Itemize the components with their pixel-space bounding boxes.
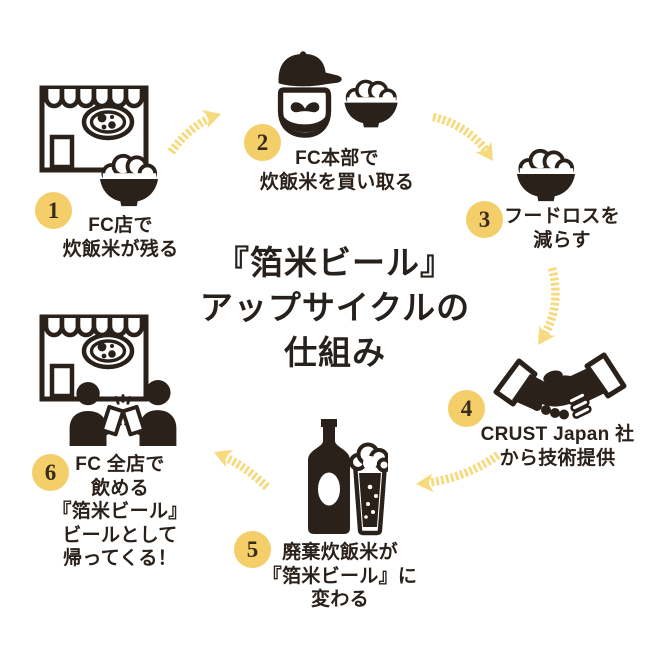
curry-plate-sign (81, 332, 135, 370)
storefront-icon (39, 85, 149, 173)
step-number-badge: 3 (466, 201, 503, 238)
beer-foam (349, 442, 388, 473)
step-1-label: FC店で 炊飯米が残る (62, 215, 179, 260)
door (49, 134, 75, 170)
diagram-title: 『箔米ビール』 アップサイクルの 仕組み (165, 242, 505, 377)
curry-plate-sign (81, 103, 135, 141)
beer-liquid (359, 473, 381, 527)
step-3-label: フードロスを 減らす (504, 206, 620, 251)
step-number-badge: 4 (448, 390, 485, 427)
step-2-label: FC本部で 炊飯米を買い取る (259, 148, 415, 193)
people-toasting-icon (69, 380, 177, 446)
storefront-icon (39, 314, 149, 402)
handshake-icon (493, 352, 627, 420)
title-line: 仕組み (284, 336, 386, 372)
arrow-step1-to-step2 (167, 109, 221, 155)
door (49, 363, 75, 399)
step-6-label: FC 全店で 飲める 『箔米ビール』 ビールとして 帰ってくる！ (52, 454, 188, 569)
step-5-label: 廃棄炊飯米が 『箔米ビール』に 変わる (262, 542, 418, 610)
beer-bottle-and-glass-icon (308, 419, 388, 536)
step-4-label: CRUST Japan 社 から技術提供 (480, 424, 635, 469)
arrow-step5-to-step6 (214, 449, 270, 491)
arrow-step3-to-step4 (538, 266, 560, 345)
toast-glasses (99, 404, 147, 437)
step-number-badge: 6 (32, 454, 69, 491)
step-number-badge: 2 (244, 124, 281, 161)
title-line: 『箔米ビール』 (216, 246, 454, 282)
man-with-cap-icon (277, 51, 342, 138)
bottle-label (318, 472, 340, 506)
step-number-badge: 5 (234, 531, 271, 568)
title-line: アップサイクルの (199, 291, 471, 327)
step-number-badge: 1 (35, 192, 72, 229)
rice-bowl-icon (344, 79, 398, 128)
rice-bowl-icon (99, 153, 159, 207)
arrow-step2-to-step3 (431, 112, 493, 161)
rice-bowl-icon (516, 148, 576, 202)
clink-marks (114, 394, 132, 405)
arrow-step4-to-step5 (416, 451, 501, 493)
